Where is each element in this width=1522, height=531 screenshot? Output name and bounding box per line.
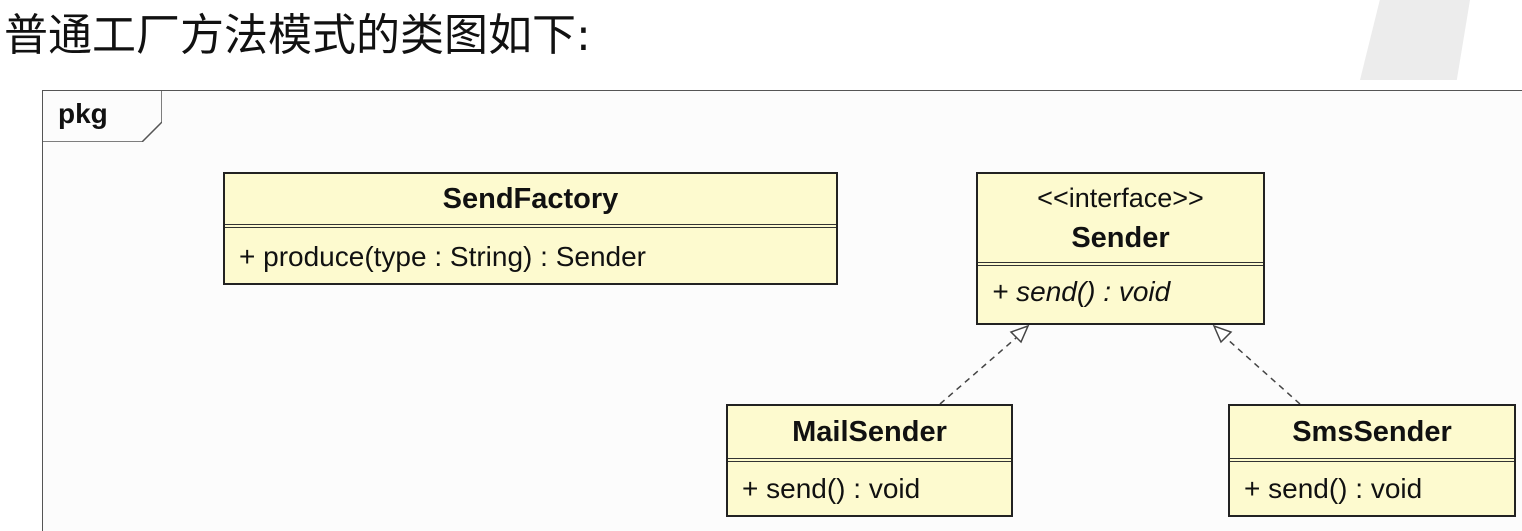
interface-sender-name: Sender <box>1071 222 1170 254</box>
class-mailsender: MailSender + send() : void <box>726 404 1013 517</box>
class-smssender-name: SmsSender <box>1292 416 1452 448</box>
class-smssender: SmsSender + send() : void <box>1228 404 1516 517</box>
mailsender-realization-line <box>939 337 1017 405</box>
class-sendfactory: SendFactory + produce(type : String) : S… <box>223 172 838 285</box>
page-heading: 普通工厂方法模式的类图如下: <box>4 10 591 61</box>
class-smssender-name-section: SmsSender <box>1230 406 1514 462</box>
interface-sender-operation: + send() : void <box>992 276 1171 307</box>
class-sendfactory-operation: + produce(type : String) : Sender <box>239 241 646 272</box>
package-tab: pkg <box>42 90 162 142</box>
class-mailsender-operation: + send() : void <box>742 473 921 504</box>
mailsender-realization-arrowhead <box>1009 324 1030 344</box>
class-mailsender-name: MailSender <box>792 416 947 448</box>
interface-sender-name-section: <<interface>> Sender <box>978 174 1263 266</box>
corner-shade <box>1360 0 1470 80</box>
package-label: pkg <box>58 98 108 129</box>
smssender-realization-arrowhead <box>1212 324 1233 344</box>
class-mailsender-name-section: MailSender <box>728 406 1011 462</box>
package-tab-shape <box>42 90 162 142</box>
interface-sender: <<interface>> Sender + send() : void <box>976 172 1265 325</box>
class-sendfactory-name: SendFactory <box>442 183 619 215</box>
interface-sender-stereotype: <<interface>> <box>1037 183 1204 213</box>
smssender-realization-line <box>1225 337 1301 405</box>
class-sendfactory-name-section: SendFactory <box>225 174 836 228</box>
class-smssender-operation: + send() : void <box>1244 473 1423 504</box>
